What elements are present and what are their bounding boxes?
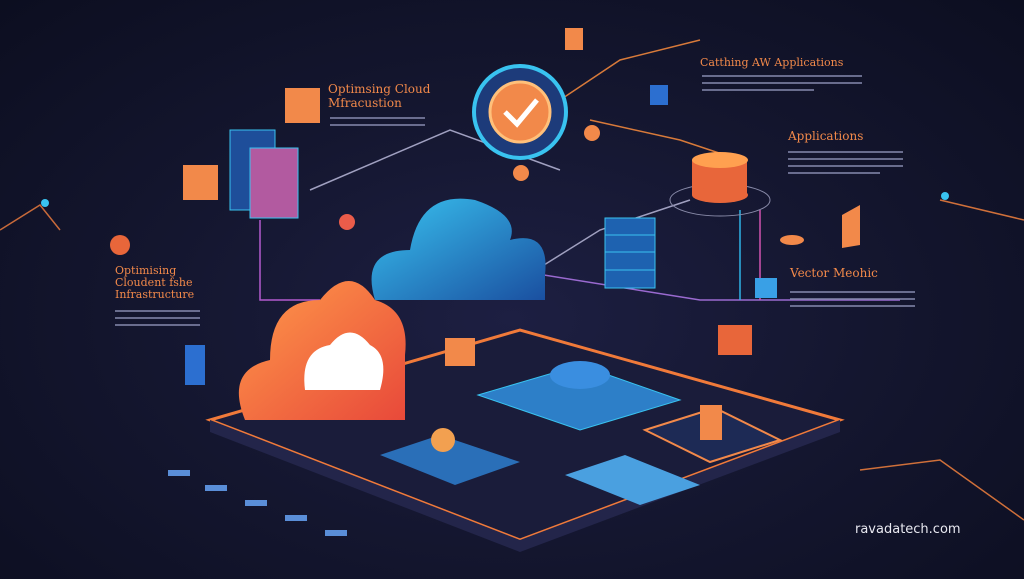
right-title: Applications	[788, 129, 864, 143]
floating-chips	[168, 470, 347, 536]
database-cylinder	[669, 152, 771, 217]
top-right-title: Catthing AW Applications	[700, 56, 844, 69]
blue-cloud	[371, 198, 546, 300]
top-left-body-text	[330, 112, 425, 131]
right-body-text	[788, 146, 903, 179]
documents-panel	[41, 28, 949, 385]
right-bottom-title: Vector Meohic	[790, 266, 878, 280]
top-right-body-text	[702, 70, 862, 96]
orange-cloud	[238, 281, 406, 420]
right-bottom-body-text	[790, 286, 915, 312]
left-body-text	[115, 305, 200, 331]
watermark: ravadatech.com	[855, 522, 961, 537]
check-shield	[472, 64, 568, 160]
server-rack	[604, 217, 656, 289]
